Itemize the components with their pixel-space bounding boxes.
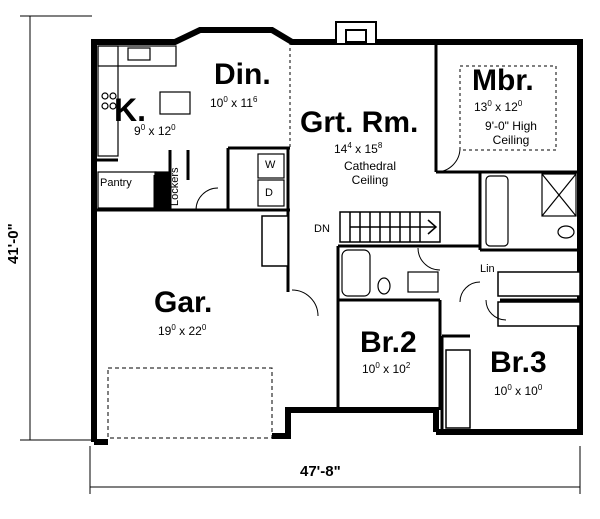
great-room-width-inch: 4 [347,141,352,150]
kitchen-width-inch: 0 [140,123,146,132]
kitchen-depth: 12 [157,124,172,138]
great-room-note: Cathedral Ceiling [330,160,410,186]
bedroom-3-name: Br.3 [490,346,547,379]
kitchen-width: 9 [134,124,141,138]
dimension-lines [20,15,581,494]
bedroom-2-dimensions: 100 x 102 [362,361,411,376]
door-swings [195,147,507,321]
bedroom-2-name: Br.2 [360,326,417,359]
dining-depth: 11 [240,96,253,110]
master-depth-inch: 0 [517,99,523,108]
bedroom-3-dimensions: 100 x 100 [494,383,543,398]
dining-depth-inch: 6 [252,95,258,104]
master-bedroom-note: 9'-0" High Ceiling [466,120,556,146]
master-bedroom-dimensions: 130 x 120 [474,99,523,114]
master-depth: 12 [504,100,518,114]
overall-width-dimension: 47'-8" [300,463,341,480]
lockers-label: Lockers [169,167,181,206]
master-width: 13 [474,100,488,114]
bedroom-3-width-inch: 0 [507,383,512,392]
master-note-1: 9'-0" High [485,119,537,133]
fireplace [335,21,377,45]
overall-depth-dimension: 41'-0" [5,223,22,264]
bath-fixtures [341,173,577,297]
great-room-note-2: Ceiling [351,173,389,187]
garage-depth: 22 [188,324,202,338]
bedroom-3-width: 10 [494,384,508,398]
linen-label: Lin [480,263,495,275]
garage-width-inch: 0 [171,323,176,332]
kitchen-dimensions: 90 x 120 [134,123,176,138]
laundry [257,153,285,207]
dining-dimensions: 100 x 116 [210,95,258,110]
bedroom-2-width-inch: 0 [375,361,380,370]
garage-door [107,367,273,439]
great-room-width: 14 [334,142,348,156]
interior-walls [94,42,580,432]
dining-name: Din. [214,58,271,91]
bedroom-3-depth-inch: 0 [537,383,543,392]
great-room-name: Grt. Rm. [300,106,419,139]
closets [261,215,581,429]
stairs-down-label: DN [314,223,330,235]
master-bedroom-name: Mbr. [472,64,534,97]
ceiling-outlines [289,42,557,151]
washer-label: W [265,159,276,171]
great-room-depth-inch: 8 [377,141,383,150]
great-room-note-1: Cathedral [343,159,397,173]
great-room-dimensions: 144 x 158 [334,141,383,156]
garage-dimensions: 190 x 220 [158,323,207,338]
dining-width: 10 [210,96,224,110]
dining-width-inch: 0 [223,95,228,104]
garage-width: 19 [158,324,172,338]
kitchen-depth-inch: 0 [171,123,176,132]
great-room-depth: 15 [364,142,378,156]
bedroom-2-depth: 10 [392,362,406,376]
bedroom-2-depth-inch: 2 [405,361,411,370]
garage-name: Gar. [154,286,213,319]
stairs [339,211,441,243]
dryer-label: D [265,187,273,199]
kitchen-fixtures [97,45,191,211]
master-width-inch: 0 [487,99,492,108]
garage-depth-inch: 0 [201,323,207,332]
pantry-label: Pantry [100,177,132,189]
master-note-2: Ceiling [492,133,530,147]
kitchen-name: K. [114,92,146,128]
bedroom-2-width: 10 [362,362,376,376]
bedroom-3-depth: 10 [524,384,538,398]
exterior-walls [91,27,583,445]
